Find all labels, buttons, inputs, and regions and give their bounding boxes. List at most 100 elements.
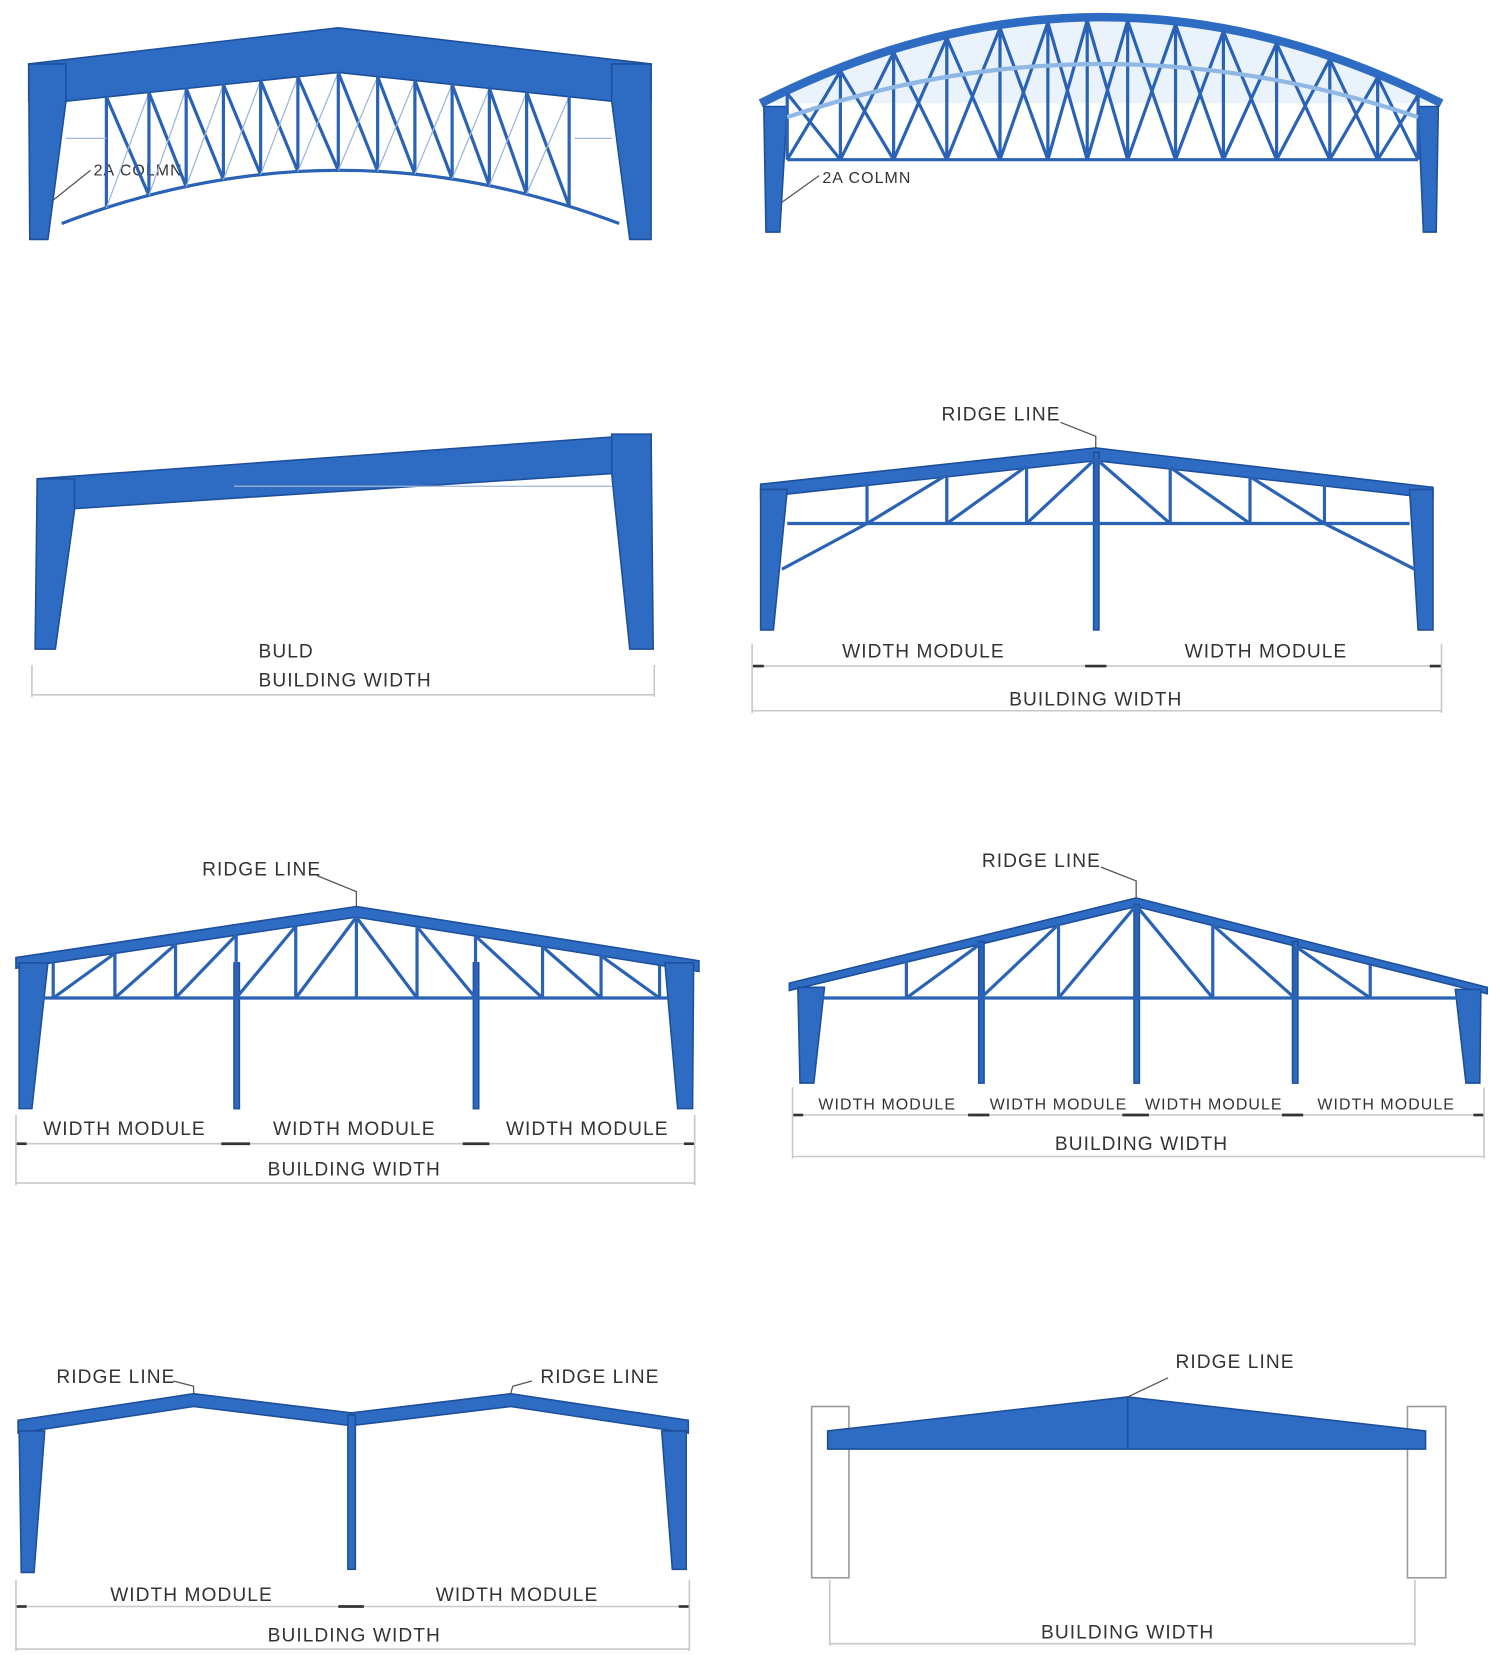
truss-member xyxy=(998,21,1050,161)
top-label: BULD xyxy=(259,642,314,663)
ridge-leader xyxy=(1100,866,1137,898)
width-module-label: WIDTH MODULE xyxy=(273,1119,436,1140)
truss-member xyxy=(147,91,188,188)
truss-member xyxy=(945,37,1002,161)
width-module-label: WIDTH MODULE xyxy=(1317,1097,1455,1114)
truss-member xyxy=(174,934,238,1000)
building-width-label: BUILDING WIDTH xyxy=(1041,1622,1214,1643)
truss-member xyxy=(1134,904,1214,1000)
width-module-label: WIDTH MODULE xyxy=(990,1097,1128,1114)
truss-member xyxy=(1376,94,1420,161)
tapered-beam xyxy=(826,1396,1427,1450)
right-column xyxy=(610,433,654,650)
truss-member xyxy=(1094,457,1172,525)
middle-column xyxy=(347,1414,357,1571)
building-width-label: BUILDING WIDTH xyxy=(1009,689,1182,710)
truss-member xyxy=(945,464,1028,525)
rafter xyxy=(36,433,652,512)
panel-double-gable-frame: RIDGE LINE RIDGE LINE WIDTH MODULE WIDTH… xyxy=(15,1367,691,1652)
truss-member xyxy=(1293,944,1372,1000)
ridge-leader xyxy=(316,875,358,907)
truss-member xyxy=(1221,42,1279,161)
truss-member xyxy=(1174,30,1225,161)
right-column xyxy=(1417,105,1440,233)
right-column xyxy=(664,962,695,1110)
column-leader xyxy=(52,169,91,201)
truss-member xyxy=(487,87,529,195)
width-module-label: WIDTH MODULE xyxy=(1185,642,1348,663)
truss-member xyxy=(148,88,187,196)
truss-member xyxy=(1126,23,1178,161)
width-module-label: WIDTH MODULE xyxy=(436,1585,599,1606)
ridge-line-label: RIDGE LINE xyxy=(982,851,1101,872)
building-width-label: BUILDING WIDTH xyxy=(259,670,432,691)
width-module-label: WIDTH MODULE xyxy=(842,642,1005,663)
truss-member xyxy=(1221,30,1279,161)
left-column xyxy=(797,986,826,1084)
truss-member xyxy=(113,943,177,1000)
center-column xyxy=(1092,451,1100,631)
width-module-label: WIDTH MODULE xyxy=(1145,1097,1283,1114)
building-width-label: BUILDING WIDTH xyxy=(268,1160,441,1181)
right-column xyxy=(660,1430,687,1571)
arch-rafter xyxy=(758,12,1444,108)
truss-member xyxy=(1328,76,1380,161)
width-module-label: WIDTH MODULE xyxy=(43,1119,206,1140)
truss-member xyxy=(104,96,151,197)
truss-member xyxy=(105,92,150,209)
panel-mono-slope-frame: BULD BUILDING WIDTH xyxy=(31,433,656,697)
truss-member xyxy=(1275,42,1332,161)
left-column xyxy=(763,105,789,233)
rafter-left xyxy=(17,1392,352,1435)
truss-member xyxy=(1275,58,1332,161)
truss-member xyxy=(1025,457,1097,525)
truss-member xyxy=(979,923,1060,1000)
interior-column xyxy=(977,940,985,1084)
truss-member xyxy=(945,27,1002,161)
truss-member xyxy=(355,916,419,999)
panel-gable-truss-two-module: RIDGE LINE WIDTH MODULE WIDTH MODULE BUI… xyxy=(751,404,1443,713)
truss-member xyxy=(415,925,477,1000)
truss-member xyxy=(1249,475,1326,525)
width-module-label: WIDTH MODULE xyxy=(110,1585,273,1606)
left-column xyxy=(18,962,49,1110)
left-column xyxy=(34,478,76,650)
panel-arched-truss-frame: 2A COLMN xyxy=(27,26,652,241)
truss-member xyxy=(451,88,490,180)
truss-member xyxy=(297,72,339,172)
panel-tapered-beam-on-walls: RIDGE LINE BUILDING WIDTH xyxy=(810,1352,1447,1646)
truss-member xyxy=(488,92,528,186)
panel-gable-truss-four-module: RIDGE LINE WIDTH MODULE WIDTH MODULE WID… xyxy=(788,851,1489,1159)
panel-gable-truss-three-module: RIDGE LINE WIDTH MODULE WIDTH MODULE WID… xyxy=(15,860,700,1186)
width-module-label: WIDTH MODULE xyxy=(818,1097,956,1114)
truss-member xyxy=(474,934,544,1000)
right-column xyxy=(1408,488,1434,631)
truss-bottom-chord xyxy=(61,168,620,226)
rafter-right xyxy=(350,1392,690,1435)
truss-member xyxy=(1328,58,1380,161)
truss-member xyxy=(52,952,116,1000)
ridge-line-label: RIDGE LINE xyxy=(941,404,1060,425)
left-column xyxy=(27,63,67,241)
column-leader xyxy=(781,175,820,203)
left-column xyxy=(759,488,789,631)
truss-member xyxy=(905,942,982,1000)
truss-member xyxy=(414,84,453,175)
truss-member xyxy=(839,70,895,161)
truss-member xyxy=(260,76,299,175)
truss-member xyxy=(892,37,949,161)
building-width-label: BUILDING WIDTH xyxy=(268,1626,441,1647)
ridge-leader xyxy=(1127,1377,1169,1398)
truss-member xyxy=(377,80,416,172)
ridge-line-label: RIDGE LINE xyxy=(1176,1352,1295,1373)
truss-member xyxy=(892,51,949,161)
truss-member xyxy=(785,92,842,161)
truss-member xyxy=(600,954,661,1000)
truss-member xyxy=(222,80,262,180)
ridge-leader xyxy=(1060,421,1097,448)
truss-member xyxy=(1046,20,1089,161)
truss-member xyxy=(337,76,379,171)
truss-member xyxy=(234,925,297,1000)
width-module-label: WIDTH MODULE xyxy=(506,1119,669,1140)
